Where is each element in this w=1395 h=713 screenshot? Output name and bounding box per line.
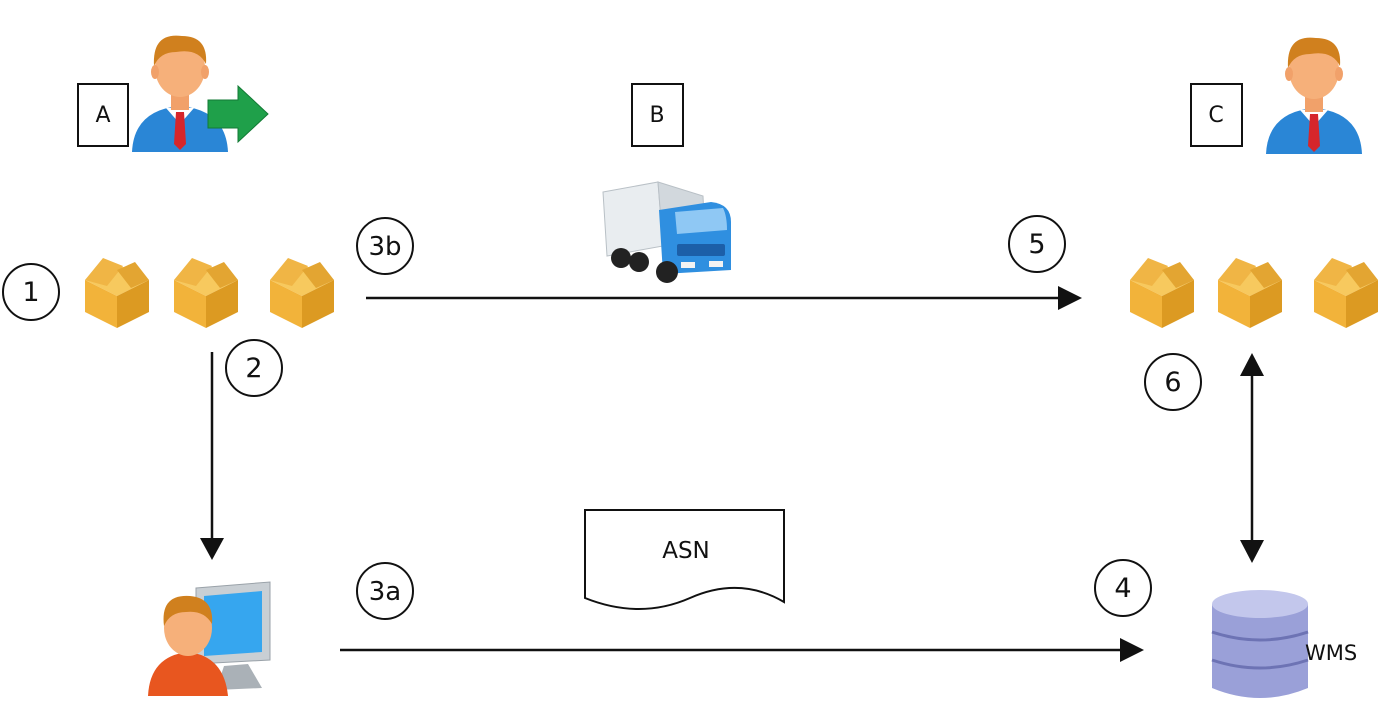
step-4: 4 (1094, 559, 1152, 617)
database-icon (1211, 590, 1309, 698)
party-b-label: B (631, 83, 684, 147)
svg-text:3a: 3a (369, 577, 401, 607)
person-with-arrow-icon (132, 35, 269, 152)
box-icon (1314, 258, 1378, 328)
svg-text:2: 2 (245, 353, 262, 384)
box-icon (270, 258, 334, 328)
asn-label: ASN (662, 538, 710, 564)
asn-document-icon: ASN (584, 509, 785, 610)
person-at-computer-icon (148, 581, 271, 696)
step-3b: 3b (356, 217, 414, 275)
truck-icon (602, 181, 731, 283)
svg-text:1: 1 (22, 277, 39, 308)
person-icon (1266, 37, 1362, 154)
box-icon (85, 258, 149, 328)
svg-text:C: C (1208, 103, 1223, 128)
svg-text:B: B (649, 103, 664, 128)
step-3a: 3a (356, 562, 414, 620)
svg-text:3b: 3b (368, 232, 401, 262)
box-icon (174, 258, 238, 328)
step-1: 1 (2, 263, 60, 321)
step-2: 2 (225, 339, 283, 397)
party-c-label: C (1190, 83, 1243, 147)
step-5: 5 (1008, 215, 1066, 273)
box-icon (1218, 258, 1282, 328)
svg-text:A: A (95, 103, 110, 128)
svg-text:4: 4 (1114, 573, 1131, 604)
box-group-origin (85, 258, 334, 328)
svg-text:6: 6 (1164, 367, 1181, 398)
party-a-label: A (77, 83, 129, 147)
box-group-destination (1130, 258, 1378, 328)
box-icon (1130, 258, 1194, 328)
step-6: 6 (1144, 353, 1202, 411)
flow-arrows (200, 286, 1264, 662)
svg-text:5: 5 (1028, 229, 1045, 260)
wms-label: WMS (1305, 641, 1357, 665)
